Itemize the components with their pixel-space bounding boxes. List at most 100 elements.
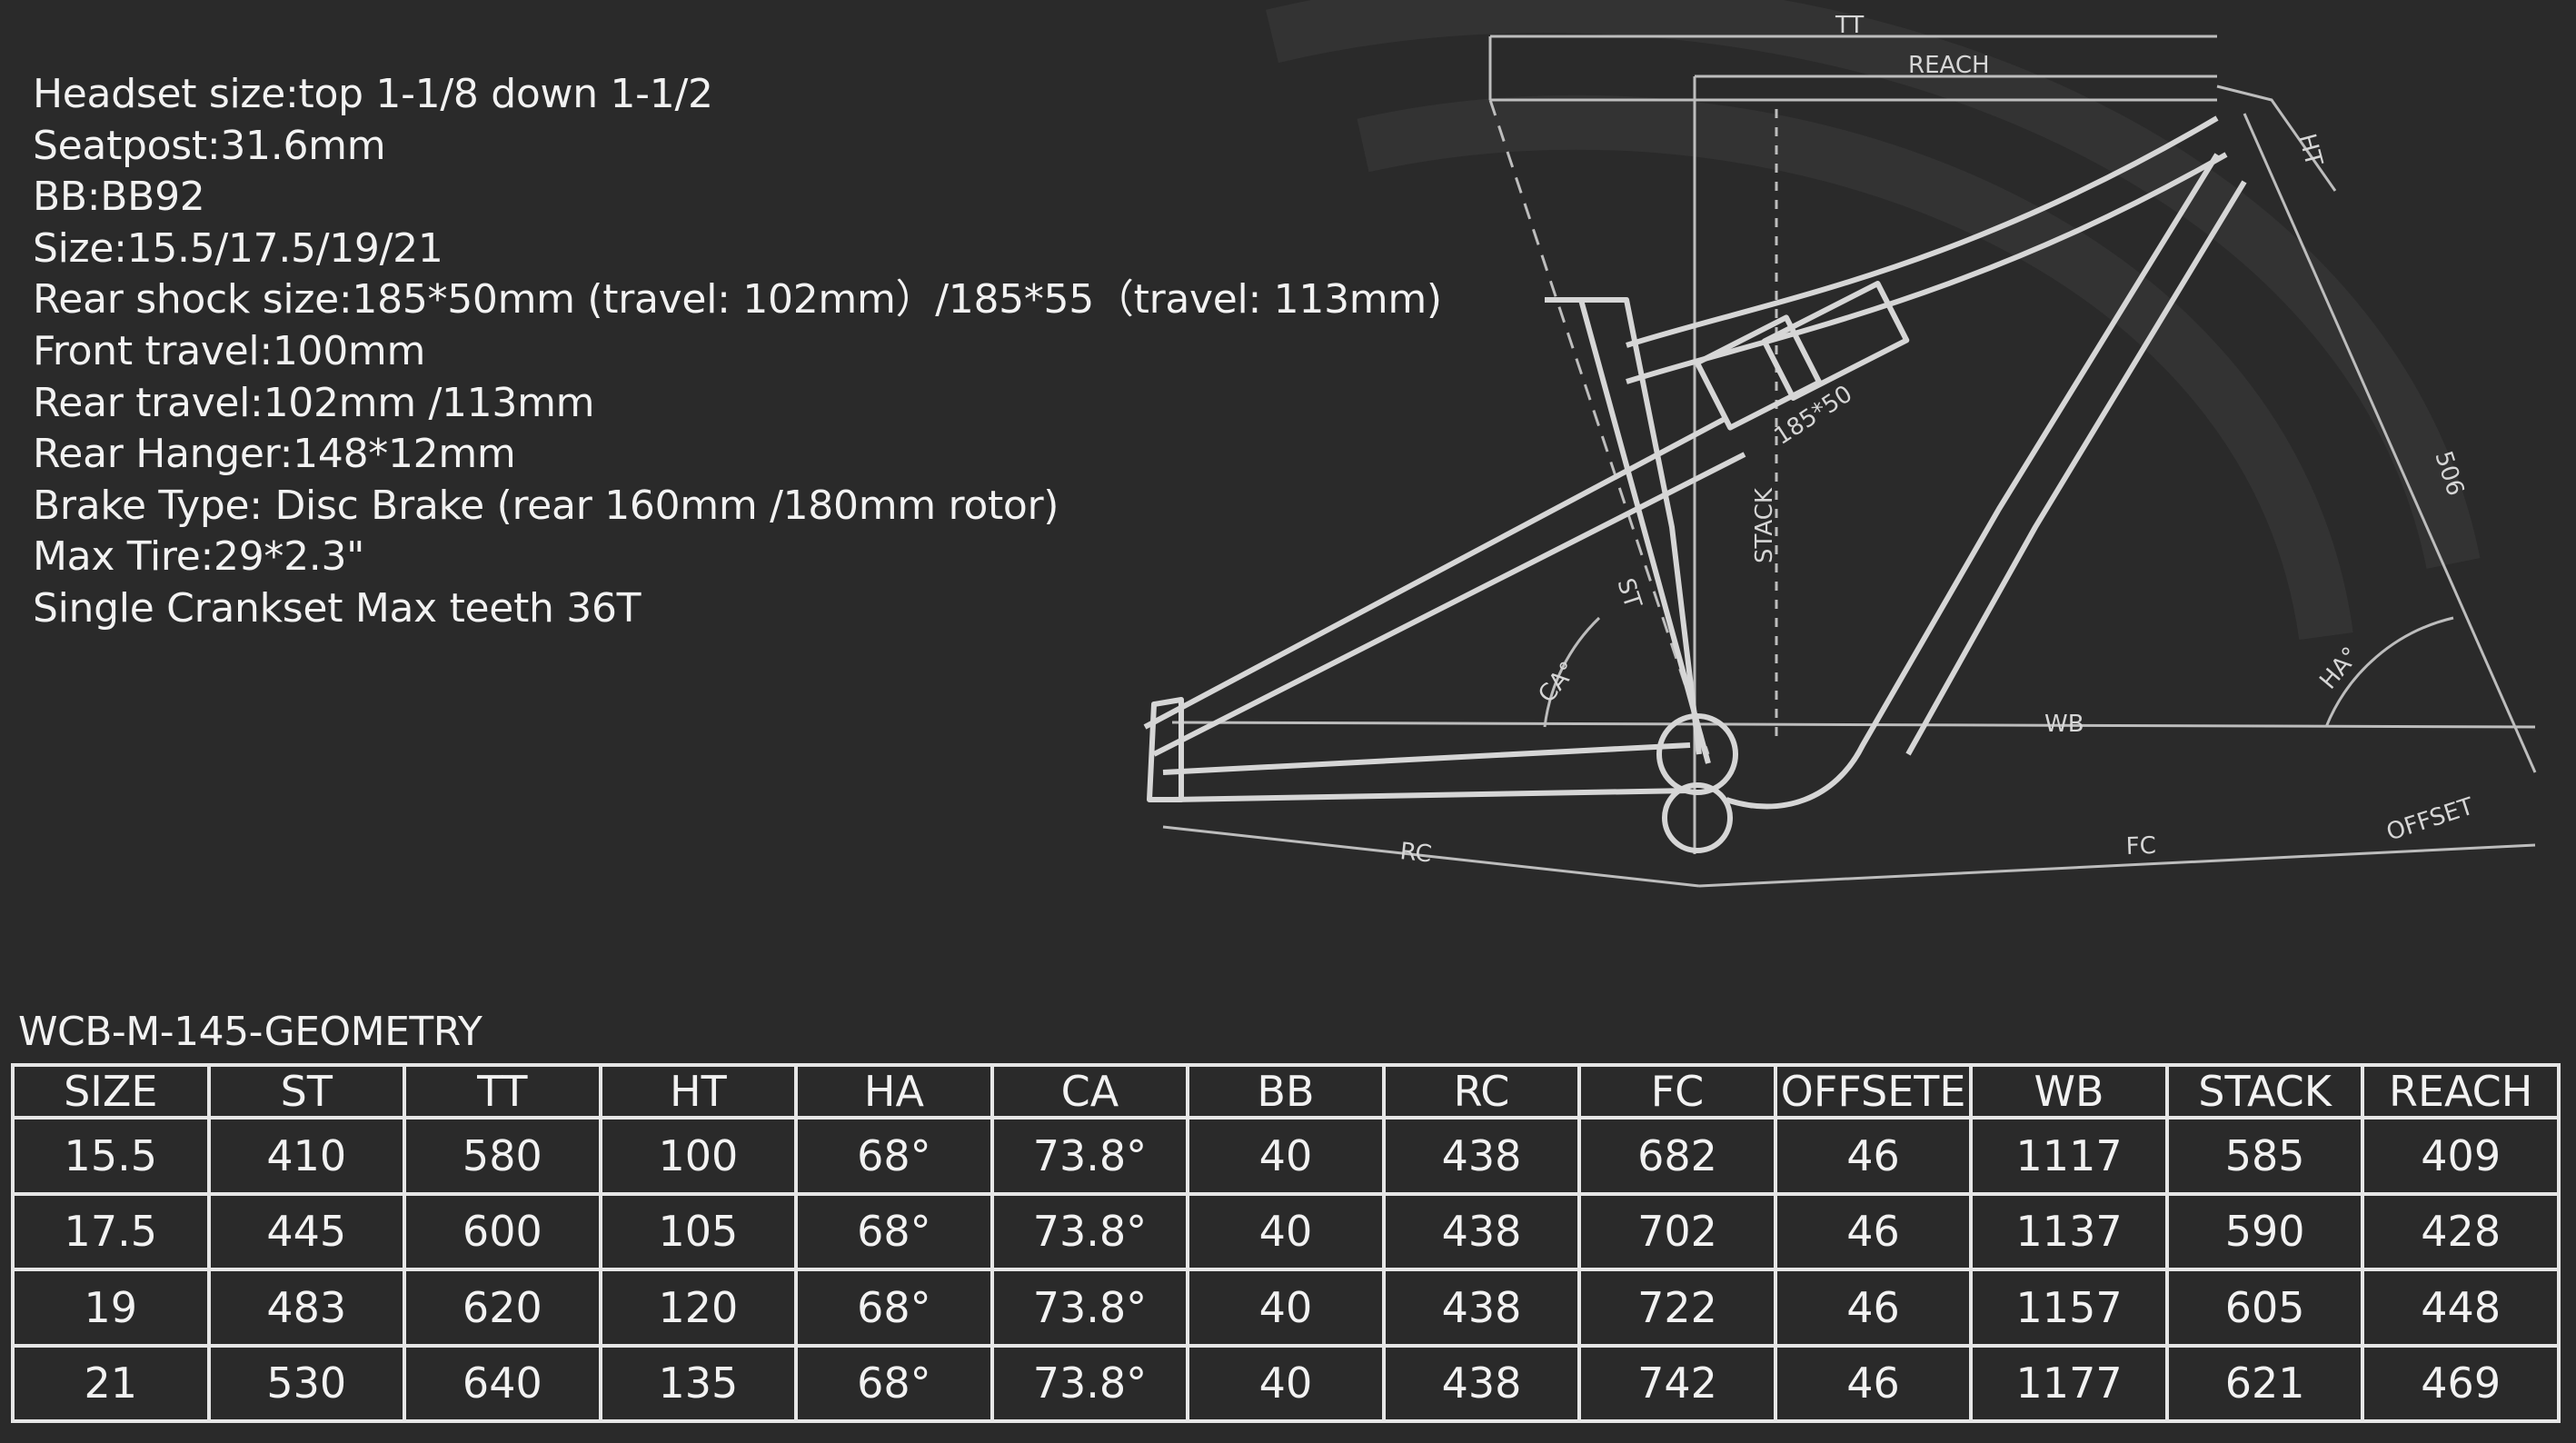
table-cell: 46 [1773, 1343, 1974, 1423]
table-cell: 600 [403, 1191, 602, 1271]
table-cell: 605 [2164, 1268, 2365, 1348]
table-cell: 40 [1186, 1116, 1386, 1196]
geometry-table-title: WCB-M-145-GEOMETRY [18, 1009, 482, 1055]
table-cell: 68° [794, 1116, 994, 1196]
table-row: 17.5 445 600 105 68° 73.8° 40 438 702 46… [11, 1191, 2561, 1271]
frame-outline [1143, 115, 2247, 853]
table-cell: 46 [1773, 1268, 1974, 1348]
table-cell: 105 [598, 1191, 799, 1271]
fc-line [1698, 843, 2536, 888]
spec-list: Headset size:top 1-1/8 down 1-1/2 Seatpo… [33, 69, 1442, 635]
table-cell: 438 [1381, 1343, 1582, 1423]
header-size: SIZE [11, 1063, 211, 1120]
label-shock: 185*50 [1769, 381, 1857, 451]
header-tt: TT [403, 1063, 602, 1120]
table-cell: 428 [2361, 1191, 2561, 1271]
table-cell: 438 [1381, 1191, 1582, 1271]
label-ca: CA° [1533, 657, 1582, 709]
table-cell: 68° [794, 1191, 994, 1271]
table-cell: 73.8° [990, 1268, 1190, 1348]
header-ha: HA [794, 1063, 994, 1120]
spec-rear-shock: Rear shock size:185*50mm (travel: 102mm）… [33, 276, 1442, 323]
label-rc: RC [1398, 838, 1433, 868]
label-st: ST [1611, 575, 1646, 612]
spec-bb: BB:BB92 [33, 174, 205, 221]
spec-crankset: Single Crankset Max teeth 36T [33, 584, 642, 632]
table-row: 19 483 620 120 68° 73.8° 40 438 722 46 1… [11, 1268, 2561, 1348]
header-rc: RC [1381, 1063, 1582, 1120]
table-cell: 409 [2361, 1116, 2561, 1196]
header-offsete: OFFSETE [1773, 1063, 1974, 1120]
table-row: 21 530 640 135 68° 73.8° 40 438 742 46 1… [11, 1343, 2561, 1423]
frame-geometry-diagram: TT REACH HT 185*50 STACK ST CA° HA° WB R… [1143, 12, 2537, 888]
table-cell: 19 [11, 1268, 211, 1348]
table-cell: 1117 [1969, 1116, 2169, 1196]
table-cell: 120 [598, 1268, 799, 1348]
header-ht: HT [598, 1063, 799, 1120]
spec-max-tire: Max Tire:29*2.3" [33, 533, 365, 581]
header-st: ST [206, 1063, 407, 1120]
table-cell: 445 [206, 1191, 407, 1271]
table-cell: 438 [1381, 1116, 1582, 1196]
header-wb: WB [1969, 1063, 2169, 1120]
table-cell: 469 [2361, 1343, 2561, 1423]
table-cell: 640 [403, 1343, 602, 1423]
header-bb: BB [1186, 1063, 1386, 1120]
table-cell: 73.8° [990, 1116, 1190, 1196]
table-cell: 46 [1773, 1116, 1974, 1196]
table-cell: 15.5 [11, 1116, 211, 1196]
spec-brake-type: Brake Type: Disc Brake (rear 160mm /180m… [33, 482, 1059, 529]
table-cell: 722 [1577, 1268, 1777, 1348]
table-cell: 1157 [1969, 1268, 2169, 1348]
table-cell: 530 [206, 1343, 407, 1423]
table-cell: 682 [1577, 1116, 1777, 1196]
label-fork: 506 [2429, 448, 2469, 499]
table-cell: 40 [1186, 1191, 1386, 1271]
spec-front-travel: Front travel:100mm [33, 327, 426, 374]
label-reach: REACH [1908, 52, 1990, 79]
table-cell: 742 [1577, 1343, 1777, 1423]
table-cell: 620 [403, 1268, 602, 1348]
table-cell: 68° [794, 1343, 994, 1423]
table-cell: 1137 [1969, 1191, 2169, 1271]
spec-size: Size:15.5/17.5/19/21 [33, 224, 443, 272]
label-wb: WB [2044, 711, 2084, 738]
label-offset: OFFSET [2383, 793, 2477, 847]
header-fc: FC [1577, 1063, 1777, 1120]
table-cell: 17.5 [11, 1191, 211, 1271]
label-tt: TT [1835, 12, 1864, 39]
header-ca: CA [990, 1063, 1190, 1120]
table-cell: 483 [206, 1268, 407, 1348]
table-cell: 135 [598, 1343, 799, 1423]
label-stack: STACK [1751, 487, 1778, 563]
spec-rear-travel: Rear travel:102mm /113mm [33, 379, 595, 426]
label-fc: FC [2125, 832, 2156, 861]
spec-rear-hanger: Rear Hanger:148*12mm [33, 431, 516, 478]
table-header-row: SIZE ST TT HT HA CA BB RC FC OFFSETE WB … [11, 1063, 2561, 1120]
table-cell: 590 [2164, 1191, 2365, 1271]
table-row: 15.5 410 580 100 68° 73.8° 40 438 682 46… [11, 1116, 2561, 1196]
table-cell: 40 [1186, 1343, 1386, 1423]
wheelbase-line [1171, 721, 2536, 729]
label-ht: HT [2293, 131, 2327, 169]
table-cell: 438 [1381, 1268, 1582, 1348]
table-cell: 1177 [1969, 1343, 2169, 1423]
table-cell: 46 [1773, 1191, 1974, 1271]
table-cell: 585 [2164, 1116, 2365, 1196]
spec-seatpost: Seatpost:31.6mm [33, 122, 386, 169]
seat-tube-line [1488, 99, 1710, 755]
table-cell: 621 [2164, 1343, 2365, 1423]
label-ha: HA° [2314, 642, 2364, 695]
spec-headset: Headset size:top 1-1/8 down 1-1/2 [33, 71, 713, 117]
geometry-table: SIZE ST TT HT HA CA BB RC FC OFFSETE WB … [11, 1063, 2561, 1423]
header-stack: STACK [2164, 1063, 2365, 1120]
table-cell: 40 [1186, 1268, 1386, 1348]
table-cell: 580 [403, 1116, 602, 1196]
table-cell: 702 [1577, 1191, 1777, 1271]
fork-line [2243, 113, 2537, 773]
table-cell: 100 [598, 1116, 799, 1196]
table-cell: 68° [794, 1268, 994, 1348]
table-cell: 410 [206, 1116, 407, 1196]
table-cell: 73.8° [990, 1191, 1190, 1271]
